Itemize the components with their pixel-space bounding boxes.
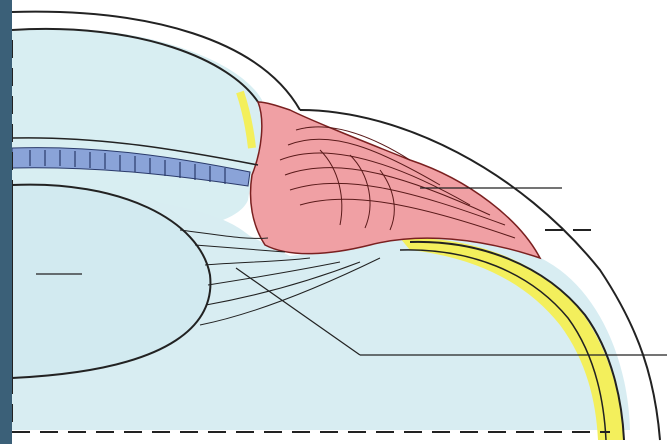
frame-left-bar: [0, 0, 12, 444]
